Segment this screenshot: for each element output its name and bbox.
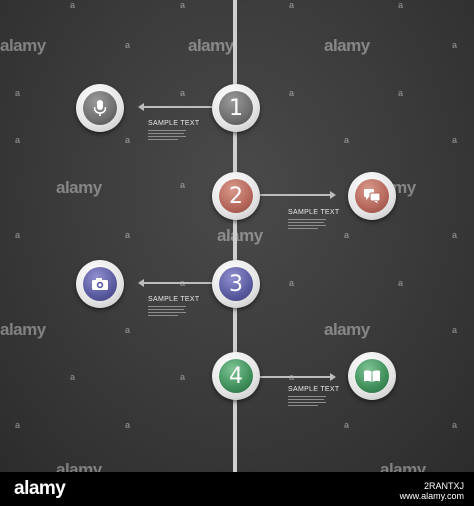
watermark-mark: a: [398, 278, 404, 288]
step-3-label: SAMPLE TEXT: [148, 296, 200, 303]
watermark-mark: a: [452, 40, 458, 50]
watermark-mark: a: [125, 325, 131, 335]
step-3-icon-disc: [83, 267, 117, 301]
step-4-number-node: 4: [212, 352, 260, 400]
arrow-tip: [138, 103, 144, 111]
connector-step-2: [260, 191, 336, 199]
watermark-mark: a: [125, 135, 131, 145]
watermark-mark: a: [452, 325, 458, 335]
watermark-mark: a: [15, 135, 21, 145]
microphone-icon: [93, 100, 107, 116]
step-1-number-node: 1: [212, 84, 260, 132]
watermark-mark: a: [344, 135, 350, 145]
step-1-body-text: [148, 130, 186, 142]
watermark-mark: a: [452, 420, 458, 430]
step-4-disc: 4: [219, 359, 253, 393]
connector-step-4: [260, 373, 336, 381]
watermark-mark: a: [125, 40, 131, 50]
step-2-body-text: [288, 219, 326, 231]
speech-bubbles-icon: [364, 189, 381, 204]
step-2-number-node: 2: [212, 172, 260, 220]
watermark: alamy: [0, 320, 46, 339]
watermark: alamy: [188, 36, 234, 55]
step-2-disc: 2: [219, 179, 253, 213]
alamy-logo: alamy: [14, 478, 66, 499]
stock-stamp-bar: alamy 2RANTXJ www.alamy.com: [0, 472, 474, 506]
watermark-mark: a: [180, 0, 186, 10]
watermark-mark: a: [180, 88, 186, 98]
site-url: www.alamy.com: [399, 491, 464, 501]
step-2-number: 2: [229, 183, 243, 209]
watermark: alamy: [324, 320, 370, 339]
arrow-tip: [330, 373, 336, 381]
step-1-number: 1: [229, 95, 243, 121]
step-1-icon-node: [76, 84, 124, 132]
step-3-disc: 3: [219, 267, 253, 301]
watermark-mark: a: [452, 230, 458, 240]
watermark-mark: a: [70, 0, 76, 10]
step-4-number: 4: [229, 363, 243, 389]
watermark-mark: a: [15, 420, 21, 430]
step-4-icon-node: [348, 352, 396, 400]
watermark: alamy: [56, 178, 102, 197]
watermark-mark: a: [289, 88, 295, 98]
watermark: alamy: [380, 460, 426, 472]
watermark: alamy: [56, 460, 102, 472]
step-1-label: SAMPLE TEXT: [148, 120, 200, 127]
infographic-canvas: alamy alamy alamy alamy alamy alamy alam…: [0, 0, 474, 472]
timeline-spine: [233, 0, 237, 472]
image-id: 2RANTXJ: [423, 481, 464, 491]
step-2-label: SAMPLE TEXT: [288, 209, 340, 216]
arrow-tip: [138, 279, 144, 287]
watermark: alamy: [217, 226, 263, 245]
book-icon: [364, 370, 380, 382]
step-1-disc: 1: [219, 91, 253, 125]
step-4-body-text: [288, 396, 326, 408]
watermark-mark: a: [398, 0, 404, 10]
image-id-block: 2RANTXJ www.alamy.com: [400, 481, 464, 501]
watermark-mark: a: [398, 88, 404, 98]
watermark-mark: a: [15, 230, 21, 240]
connector-step-3: [138, 279, 212, 287]
watermark-mark: a: [70, 372, 76, 382]
watermark-mark: a: [344, 230, 350, 240]
camera-icon: [92, 278, 108, 290]
watermark-mark: a: [15, 88, 21, 98]
watermark: alamy: [324, 36, 370, 55]
watermark-mark: a: [289, 278, 295, 288]
step-3-number: 3: [229, 271, 243, 297]
step-4-label: SAMPLE TEXT: [288, 386, 340, 393]
watermark: alamy: [0, 36, 46, 55]
step-3-body-text: [148, 306, 186, 318]
watermark-mark: a: [344, 420, 350, 430]
step-3-number-node: 3: [212, 260, 260, 308]
step-3-icon-node: [76, 260, 124, 308]
step-2-icon-node: [348, 172, 396, 220]
step-1-icon-disc: [83, 91, 117, 125]
arrow-tip: [330, 191, 336, 199]
watermark-mark: a: [452, 135, 458, 145]
watermark-mark: a: [125, 420, 131, 430]
watermark-mark: a: [289, 0, 295, 10]
watermark-mark: a: [125, 230, 131, 240]
step-2-icon-disc: [355, 179, 389, 213]
watermark-mark: a: [180, 372, 186, 382]
step-4-icon-disc: [355, 359, 389, 393]
connector-step-1: [138, 103, 212, 111]
watermark-mark: a: [180, 180, 186, 190]
